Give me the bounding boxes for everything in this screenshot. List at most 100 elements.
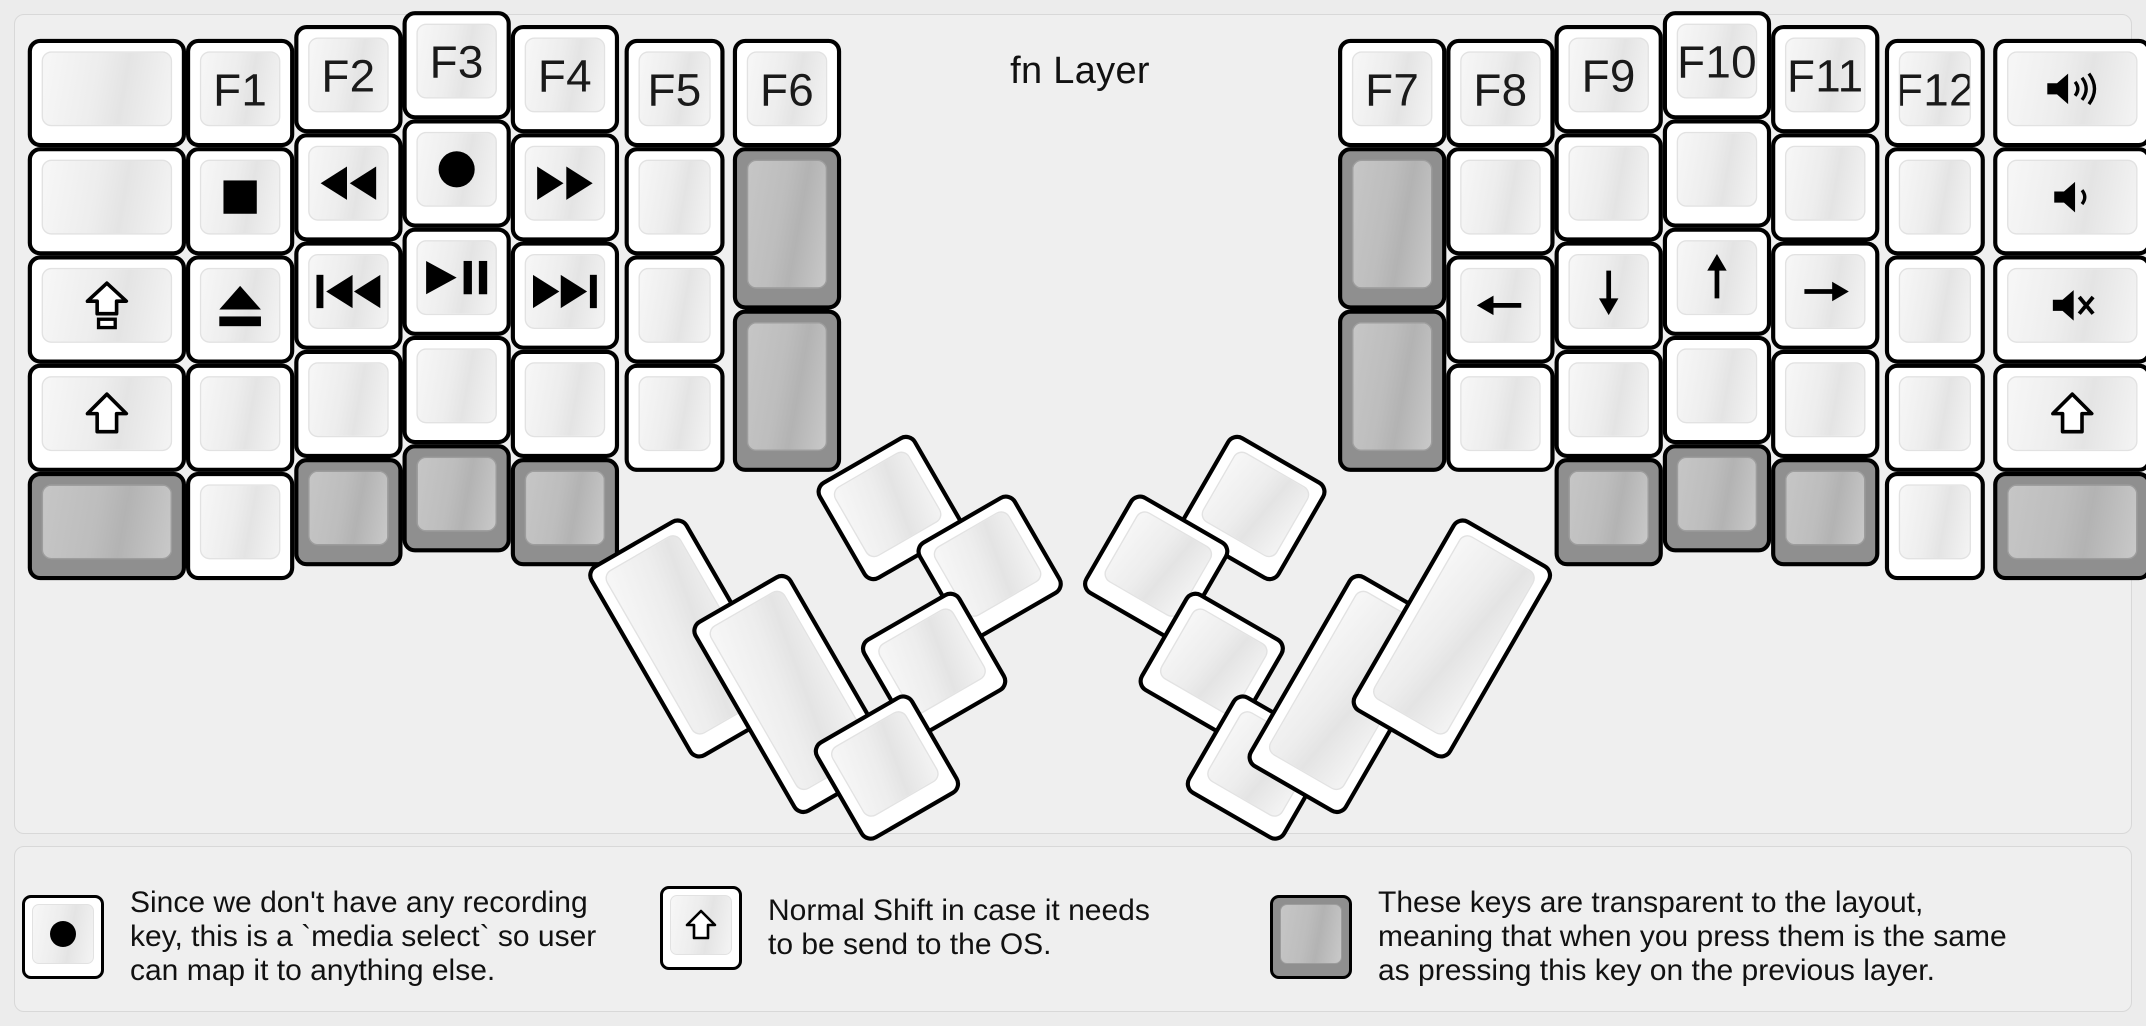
key-volume-up[interactable]: [1993, 38, 2146, 148]
key-media-record-cap: [416, 131, 497, 207]
key-transparent-inner-1[interactable]: [732, 147, 842, 310]
key-transparent-r5rc4[interactable]: [1662, 444, 1772, 553]
key-transparent-rinner-2[interactable]: [1338, 309, 1447, 472]
key-transparent-r5c5[interactable]: [510, 458, 620, 567]
key-f1[interactable]: F1: [185, 38, 295, 148]
key-f8[interactable]: F8: [1446, 38, 1555, 148]
key-blank-r3c6[interactable]: [624, 255, 725, 364]
key-media-stop[interactable]: [185, 147, 295, 256]
key-blank-r4c5[interactable]: [510, 349, 620, 459]
key-blank-r4rc4[interactable]: [1662, 335, 1772, 445]
key-f5[interactable]: F5: [624, 38, 725, 148]
key-media-rewind[interactable]: [294, 133, 403, 242]
key-blank-r2rc3[interactable]: [1554, 133, 1663, 242]
key-blank-r5rc6[interactable]: [1884, 471, 1985, 581]
key-transparent-inner-1-cap: [746, 159, 828, 289]
key-blank-r2rc6[interactable]: [1884, 147, 1985, 256]
key-f7[interactable]: F7: [1338, 38, 1447, 148]
key-blank-r2rc2[interactable]: [1446, 147, 1555, 256]
key-blank-r4rc3[interactable]: [1554, 349, 1663, 459]
key-mute[interactable]: [1993, 255, 2146, 364]
key-blank-r2c1[interactable]: [27, 147, 186, 256]
key-blank-r4c2[interactable]: [185, 363, 295, 472]
legend-media-select-key[interactable]: [22, 895, 104, 980]
key-blank-r4rc6[interactable]: [1884, 363, 1985, 472]
key-arrow-right-cap: [1784, 254, 1866, 329]
key-shift-left[interactable]: [27, 363, 186, 472]
key-blank-r4c3[interactable]: [294, 349, 403, 459]
legend-normal-shift-key[interactable]: [660, 886, 742, 970]
key-arrow-left[interactable]: [1446, 255, 1555, 364]
key-f12-label: F12: [1898, 63, 1971, 115]
arrow-right-icon: [1799, 271, 1852, 313]
key-transparent-r5rc7-cap: [2007, 484, 2138, 560]
key-transparent-r5c3[interactable]: [294, 458, 403, 567]
key-media-rewind-cap: [308, 145, 389, 221]
key-media-play-pause[interactable]: [402, 227, 511, 336]
eject-icon: [215, 282, 265, 329]
key-f8-cap: F8: [1460, 51, 1541, 127]
key-blank-r4c2-cap: [199, 376, 281, 452]
key-f1-label: F1: [213, 63, 268, 115]
key-media-record[interactable]: [402, 119, 511, 228]
key-caps-lock[interactable]: [27, 255, 186, 364]
key-f4[interactable]: F4: [510, 24, 620, 134]
key-arrow-up[interactable]: [1662, 227, 1772, 336]
key-transparent-rinner-1[interactable]: [1338, 147, 1447, 310]
key-blank-r3rc6[interactable]: [1884, 255, 1985, 364]
key-blank-r3rc6-cap: [1898, 267, 1971, 343]
key-media-prev-track[interactable]: [294, 241, 403, 350]
key-blank-r4c4[interactable]: [402, 335, 511, 445]
key-volume-down[interactable]: [1993, 147, 2146, 256]
key-mute-cap: [2007, 267, 2138, 343]
key-blank-r4c6[interactable]: [624, 363, 725, 472]
key-f10[interactable]: F10: [1662, 11, 1772, 120]
key-blank-r2c6[interactable]: [624, 147, 725, 256]
key-blank-r2rc5[interactable]: [1771, 133, 1880, 242]
key-f10-label: F10: [1677, 35, 1757, 87]
key-blank-r1c1[interactable]: [27, 38, 186, 148]
page-title: fn Layer: [1010, 50, 1150, 92]
legend-normal-shift-text: Normal Shift in case it needs to be send…: [768, 893, 1150, 961]
key-blank-r5c2-cap: [199, 484, 281, 560]
key-f9-cap: F9: [1568, 37, 1649, 113]
key-blank-r4rc2[interactable]: [1446, 363, 1555, 472]
key-blank-r5c2[interactable]: [185, 471, 295, 581]
key-media-eject[interactable]: [185, 255, 295, 364]
key-shift-right[interactable]: [1993, 363, 2146, 472]
key-f12[interactable]: F12: [1884, 38, 1985, 148]
key-transparent-r5rc3[interactable]: [1554, 458, 1663, 567]
key-f6-label: F6: [759, 63, 814, 115]
key-transparent-r5rc4-cap: [1676, 456, 1758, 532]
play-pause-icon: [423, 258, 490, 297]
key-blank-r4rc5[interactable]: [1771, 349, 1880, 459]
key-f6[interactable]: F6: [732, 38, 842, 148]
key-transparent-r5rc5[interactable]: [1771, 458, 1880, 567]
key-transparent-inner-2[interactable]: [732, 309, 842, 472]
legend-transparent-keys-key[interactable]: [1270, 895, 1352, 980]
key-blank-r2rc4[interactable]: [1662, 119, 1772, 228]
key-f5-cap: F5: [638, 51, 711, 127]
key-f10-cap: F10: [1676, 23, 1758, 99]
key-f2[interactable]: F2: [294, 24, 403, 134]
key-media-next-track[interactable]: [510, 241, 620, 350]
key-f3[interactable]: F3: [402, 11, 511, 120]
key-transparent-r5c1[interactable]: [27, 471, 186, 581]
caps-lock-icon: [85, 280, 129, 330]
key-f11[interactable]: F11: [1771, 24, 1880, 134]
key-f9-label: F9: [1581, 49, 1636, 101]
key-f6-cap: F6: [746, 51, 828, 127]
key-arrow-right[interactable]: [1771, 241, 1880, 350]
key-transparent-r5c4[interactable]: [402, 444, 511, 553]
key-transparent-r5c4-cap: [416, 456, 497, 532]
key-f7-label: F7: [1365, 63, 1420, 115]
key-f8-label: F8: [1473, 63, 1528, 115]
key-media-fast-forward-cap: [524, 145, 606, 221]
key-transparent-r5rc7[interactable]: [1993, 471, 2146, 581]
shift-icon: [2050, 391, 2094, 435]
arrow-down-icon: [1588, 265, 1630, 318]
key-f9[interactable]: F9: [1554, 24, 1663, 134]
key-arrow-down[interactable]: [1554, 241, 1663, 350]
key-media-fast-forward[interactable]: [510, 133, 620, 242]
